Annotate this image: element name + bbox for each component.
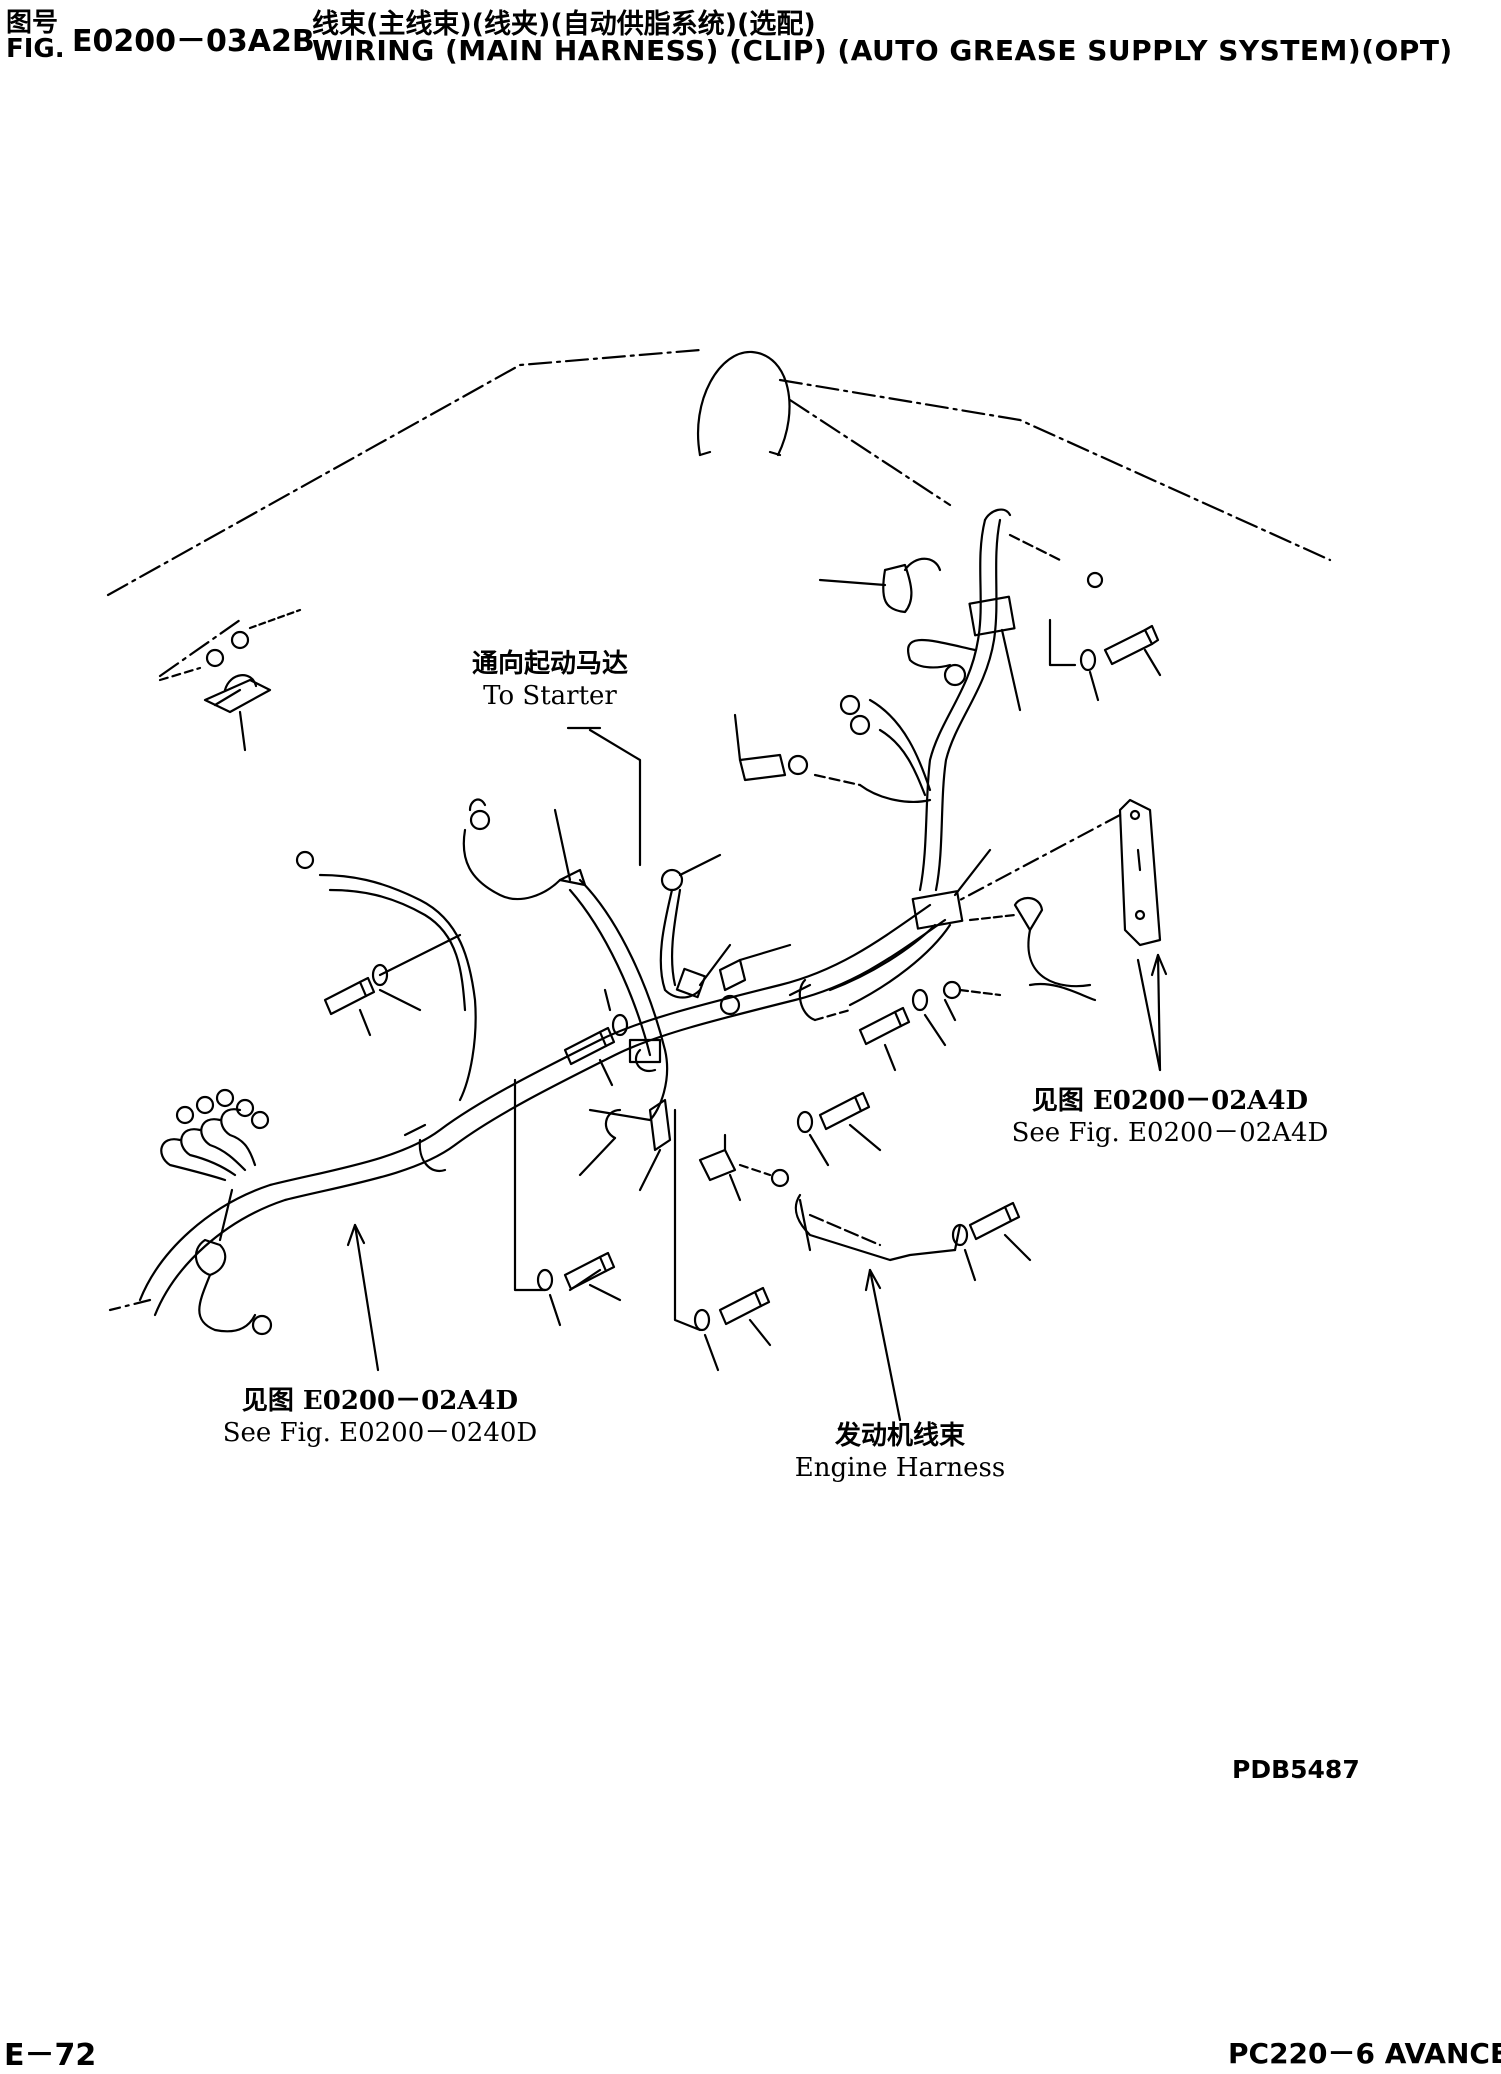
- bolt-right-lower: [951, 1201, 1032, 1282]
- frame-outline: [106, 348, 1332, 678]
- label-engine-harness: 发动机线束 Engine Harness: [780, 1420, 1020, 1484]
- model-name: PC220－6 AVANCE: [1228, 2037, 1501, 2070]
- leader-lines: [346, 726, 1168, 1422]
- label-see-fig-left: 见图 E0200－02A4D See Fig. E0200－0240D: [200, 1385, 560, 1449]
- bolt-center-right: [858, 988, 947, 1072]
- page-number: E－72: [4, 2038, 97, 2073]
- label-see-fig-right-cn: 见图 E0200－02A4D: [1031, 1086, 1309, 1116]
- harness-right-vertical: [907, 508, 1104, 892]
- fig-label-en: FIG.: [6, 34, 65, 64]
- harness-upper-left: [295, 798, 669, 1122]
- title-en: WIRING (MAIN HARNESS) (CLIP) (AUTO GREAS…: [312, 34, 1453, 67]
- label-to-starter-en: To Starter: [483, 681, 617, 711]
- clip-right-mid: [828, 848, 1092, 1022]
- engine-harness: [794, 1193, 962, 1262]
- connectors-mid: [733, 694, 932, 803]
- label-see-fig-left-en: See Fig. E0200－0240D: [222, 1418, 538, 1448]
- label-engine-harness-en: Engine Harness: [794, 1453, 1006, 1483]
- bolt-lower-left: [536, 1251, 622, 1327]
- fig-label-cn: 图号: [6, 8, 59, 38]
- bolt-lower-center: [693, 1286, 772, 1372]
- clip-top-left: [158, 608, 302, 752]
- label-to-starter-cn: 通向起动马达: [471, 649, 628, 679]
- bolt-right-center: [796, 1091, 882, 1167]
- main-harness: [108, 903, 947, 1336]
- clips-center: [628, 943, 1097, 1073]
- label-see-fig-left-cn: 见图 E0200－02A4D: [241, 1386, 519, 1416]
- label-engine-harness-cn: 发动机线束: [834, 1421, 965, 1451]
- bracket-plate-right: [958, 798, 1162, 1072]
- label-see-fig-right-en: See Fig. E0200－02A4D: [1011, 1118, 1329, 1148]
- pigtail-connectors: [160, 1088, 270, 1182]
- drawing-code: PDB5487: [1232, 1755, 1360, 1784]
- clip-center-lower: [578, 1098, 672, 1192]
- bolt-upper-left: [323, 933, 462, 1037]
- label-see-fig-right: 见图 E0200－02A4D See Fig. E0200－02A4D: [990, 1085, 1350, 1149]
- grease-nipple-top: [818, 557, 942, 614]
- title-cn: 线束(主线束)(线夹)(自动供脂系统)(选配): [312, 9, 816, 40]
- dome: [696, 350, 791, 457]
- starter-cable: [588, 728, 732, 999]
- fig-number: E0200－03A2B: [72, 24, 315, 59]
- bolt-center: [563, 988, 629, 1087]
- bolt-top-right: [1048, 618, 1162, 702]
- clip-engine-harness: [698, 1133, 790, 1202]
- label-to-starter: 通向起动马达 To Starter: [440, 648, 660, 712]
